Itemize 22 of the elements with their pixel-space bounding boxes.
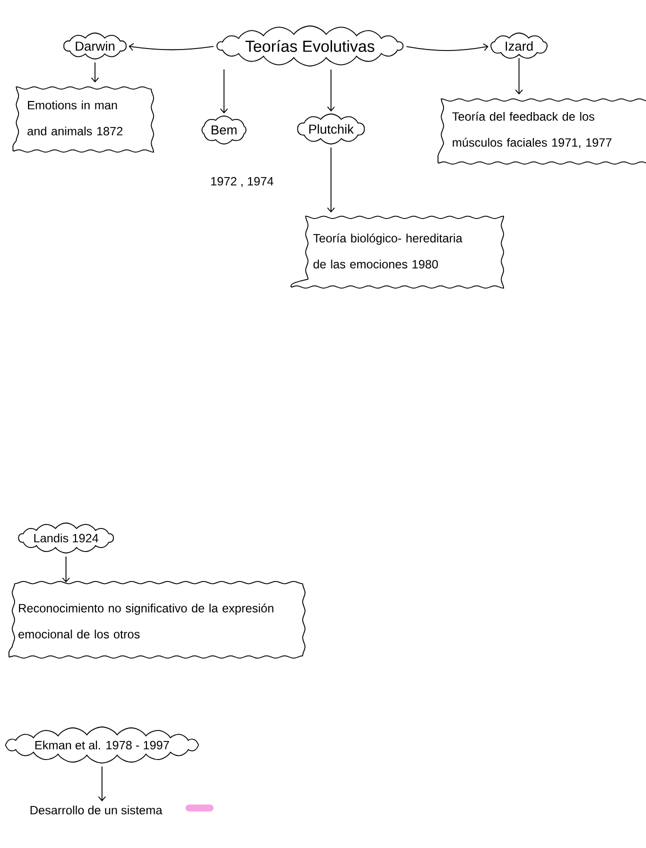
wavy-box: Teoría biológico- hereditaria de las emociones 1980: [290, 216, 504, 289]
year-label: 1972 , 1974: [211, 177, 274, 187]
cloud-bubble: Teorías Evolutivas: [216, 26, 404, 66]
cloud-bubble: Darwin: [63, 32, 127, 60]
arrow: [91, 62, 99, 83]
arrow: [62, 556, 70, 583]
wavy-box: Teoría del feedback de los músculos faciales 1971, 1977: [438, 98, 646, 165]
cloud-bubble: Izard: [490, 32, 548, 59]
arrow: [220, 69, 228, 114]
cloud-bubble: Plutchik: [297, 114, 365, 144]
cloud-bubble: Landis 1924: [18, 522, 114, 554]
arrow: [128, 43, 214, 51]
arrow: [327, 69, 335, 112]
cloud-bubble: Bem: [202, 116, 246, 144]
wavy-box: Reconocimiento no significativo de la expresión emocional de los otros: [8, 580, 306, 659]
wavy-box: Emotions in man and animals 1872: [12, 86, 154, 153]
arrow: [98, 766, 106, 802]
cloud-bubble: Ekman et al. 1978 - 1997: [5, 726, 199, 764]
arrow: [327, 147, 335, 213]
text-label: Desarrollo de un sistema: [30, 806, 162, 814]
arrow: [515, 58, 523, 95]
arrow: [406, 43, 488, 52]
